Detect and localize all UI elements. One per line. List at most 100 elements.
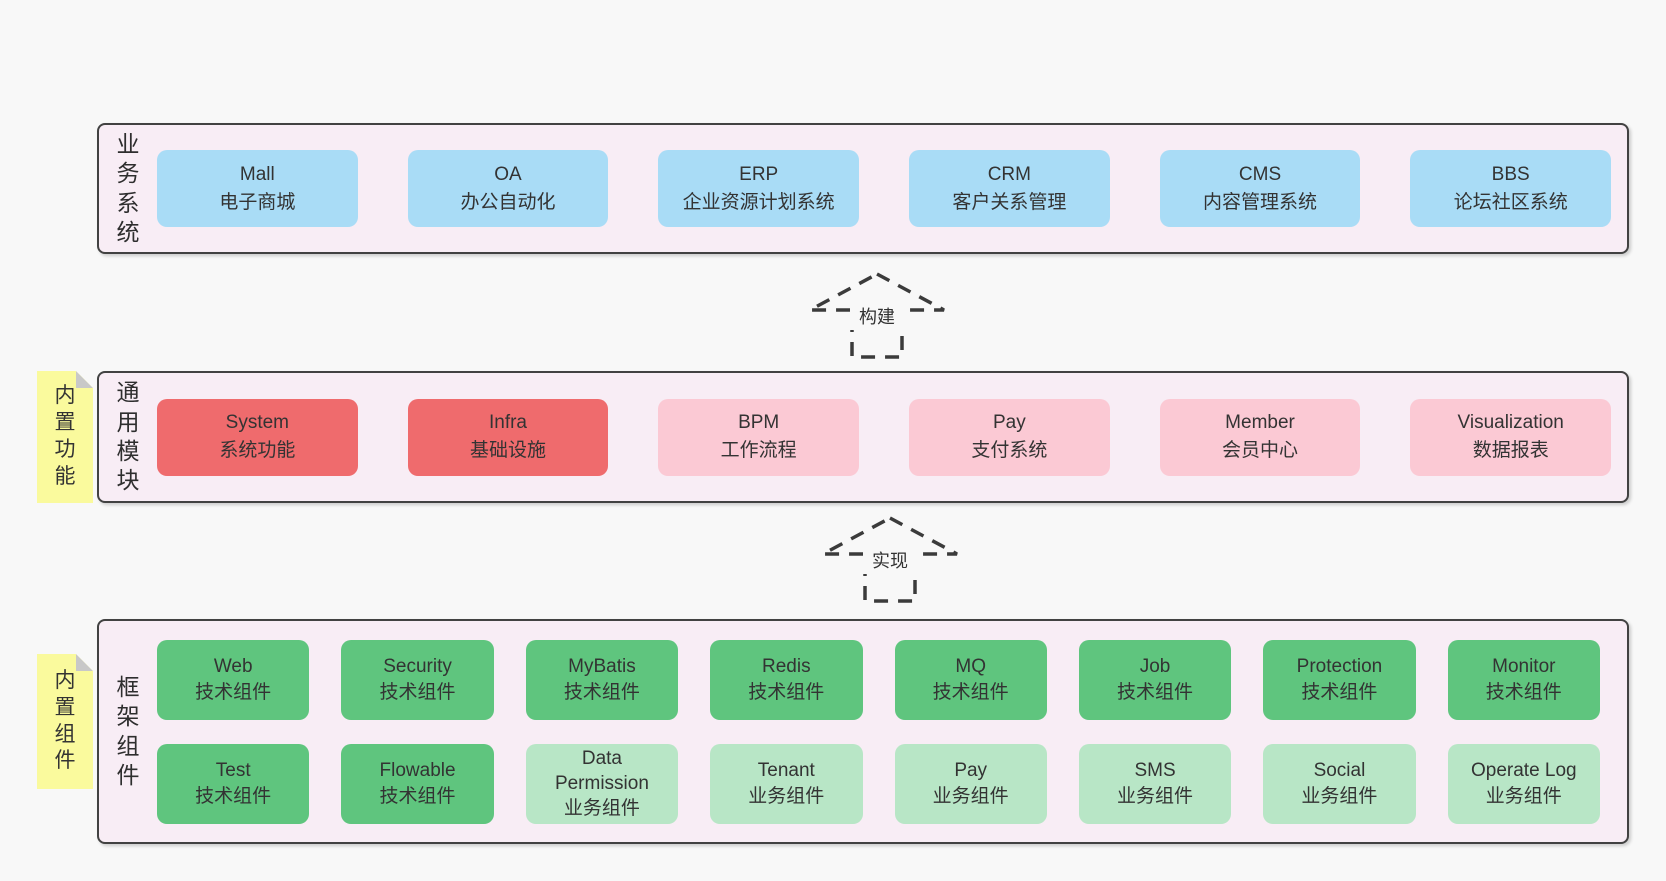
box-title: Mall <box>239 163 275 185</box>
box-title: MyBatis <box>568 656 636 678</box>
box-subtitle: 业务组件 <box>563 798 640 820</box>
box-subtitle: 技术组件 <box>1301 681 1378 703</box>
box-subtitle: 客户关系管理 <box>952 191 1067 213</box>
box-title: Redis <box>762 656 811 678</box>
box-subtitle: 基础设施 <box>470 440 547 461</box>
box-subtitle: 技术组件 <box>1117 681 1194 703</box>
box-cms: CMS 内容管理系统 <box>1159 150 1361 227</box>
box-subtitle: 业务组件 <box>1117 785 1194 807</box>
box-subtitle: 办公自动化 <box>460 191 556 213</box>
box-data-permission: Data Permission 业务组件 <box>525 743 679 824</box>
box-title: System <box>225 412 290 434</box>
section-label-modules: 通用模块 <box>103 373 153 501</box>
box-title: Web <box>213 656 253 678</box>
tag-label: 内置功能 <box>54 384 76 488</box>
box-mybatis: MyBatis 技术组件 <box>525 639 679 720</box>
box-title: SMS <box>1134 760 1176 782</box>
box-subtitle: 技术组件 <box>379 681 456 703</box>
arrow-label: 构建 <box>859 307 895 327</box>
box-mq: MQ 技术组件 <box>894 639 1047 720</box>
box-title: ERP <box>739 163 779 185</box>
section-label-modules-text: 通用模块 <box>116 379 140 494</box>
box-subtitle: 技术组件 <box>195 681 272 703</box>
box-monitor: Monitor 技术组件 <box>1447 639 1600 720</box>
box-oa: OA 办公自动化 <box>407 150 609 227</box>
folded-corner-icon <box>76 654 93 671</box>
box-subtitle: 会员中心 <box>1222 440 1299 461</box>
arrow-label-plate <box>850 304 904 330</box>
box-title: CMS <box>1238 163 1282 185</box>
box-title: Security <box>383 656 452 678</box>
box-subtitle: 技术组件 <box>1485 681 1562 703</box>
panel-common-modules: 通用模块 System 系统功能 Infra 基础设施 BPM 工作流程 Pay… <box>97 371 1629 503</box>
box-operate-log: Operate Log 业务组件 <box>1447 743 1600 824</box>
box-pay: Pay 支付系统 <box>909 398 1110 476</box>
box-title: Visualization <box>1457 412 1564 434</box>
box-pay-business: Pay 业务组件 <box>894 743 1047 824</box>
box-subtitle: 数据报表 <box>1472 440 1549 461</box>
component-boxes-grid: Web 技术组件 Security 技术组件 MyBatis 技术组件 Redi… <box>153 621 1627 842</box>
box-title: Operate Log <box>1470 760 1577 782</box>
box-flowable: Flowable 技术组件 <box>341 743 494 824</box>
business-boxes-row: Mall 电子商城 OA 办公自动化 ERP 企业资源计划系统 CRM 客户关系… <box>153 125 1627 252</box>
arrow-outline <box>809 272 945 359</box>
build-arrow-icon: 构建 <box>809 272 945 359</box>
box-title: Protection <box>1296 656 1383 678</box>
box-redis: Redis 技术组件 <box>710 639 863 720</box>
box-title: BBS <box>1491 163 1530 185</box>
box-subtitle: 技术组件 <box>563 681 640 703</box>
box-test: Test 技术组件 <box>157 743 310 824</box>
sticky-tag-builtin-components: 内置组件 <box>37 654 93 789</box>
box-title: CRM <box>987 163 1031 185</box>
arrow-label-plate <box>863 548 917 574</box>
box-subtitle: 业务组件 <box>1301 785 1378 807</box>
panel-framework-components: 框架组件 Web 技术组件 Security 技术组件 MyBatis 技术组件… <box>97 619 1629 844</box>
section-label-components-text: 框架组件 <box>116 673 140 788</box>
box-job: Job 技术组件 <box>1078 639 1232 720</box>
folded-corner-icon <box>76 371 93 388</box>
tag-label: 内置组件 <box>54 668 76 773</box>
box-title: BPM <box>738 412 780 434</box>
box-subtitle: 内容管理系统 <box>1203 191 1318 213</box>
box-crm: CRM 客户关系管理 <box>909 150 1110 227</box>
box-title: MQ <box>955 656 986 678</box>
box-title: Social <box>1313 760 1366 782</box>
box-title: Member <box>1225 412 1295 434</box>
box-sms: SMS 业务组件 <box>1078 743 1232 824</box>
box-subtitle: 论坛社区系统 <box>1453 191 1568 213</box>
box-subtitle: 系统功能 <box>219 440 296 461</box>
box-mall: Mall 电子商城 <box>157 150 358 227</box>
box-tenant: Tenant 业务组件 <box>710 743 863 824</box>
section-label-business-text: 业务系统 <box>116 130 140 245</box>
box-title: Pay <box>954 760 988 782</box>
box-title: Monitor <box>1492 656 1556 678</box>
section-label-business: 业务系统 <box>103 125 153 252</box>
box-infra: Infra 基础设施 <box>407 398 609 476</box>
box-bpm: BPM 工作流程 <box>658 398 860 476</box>
box-title: Pay <box>992 412 1026 434</box>
box-member: Member 会员中心 <box>1159 398 1361 476</box>
box-visualization: Visualization 数据报表 <box>1410 398 1612 476</box>
box-subtitle: 技术组件 <box>932 681 1009 703</box>
box-system: System 系统功能 <box>157 398 358 476</box>
box-subtitle: 电子商城 <box>219 191 296 213</box>
box-subtitle: 支付系统 <box>971 440 1048 461</box>
box-social: Social 业务组件 <box>1263 743 1416 824</box>
box-security: Security 技术组件 <box>341 639 494 720</box>
box-title: Tenant <box>757 760 815 782</box>
box-web: Web 技术组件 <box>157 639 310 720</box>
box-subtitle: 企业资源计划系统 <box>682 191 835 213</box>
box-title: Infra <box>488 412 528 434</box>
box-subtitle: 业务组件 <box>748 785 825 807</box>
box-title: OA <box>494 163 522 185</box>
box-subtitle: 技术组件 <box>748 681 825 703</box>
box-subtitle: 业务组件 <box>1485 785 1562 807</box>
box-protection: Protection 技术组件 <box>1263 639 1416 720</box>
box-title: Data Permission <box>554 747 649 794</box>
box-bbs: BBS 论坛社区系统 <box>1410 150 1612 227</box>
arrow-outline <box>822 516 958 603</box>
box-subtitle: 业务组件 <box>932 785 1009 807</box>
box-title: Job <box>1139 656 1171 678</box>
sticky-tag-builtin-features: 内置功能 <box>37 371 93 503</box>
